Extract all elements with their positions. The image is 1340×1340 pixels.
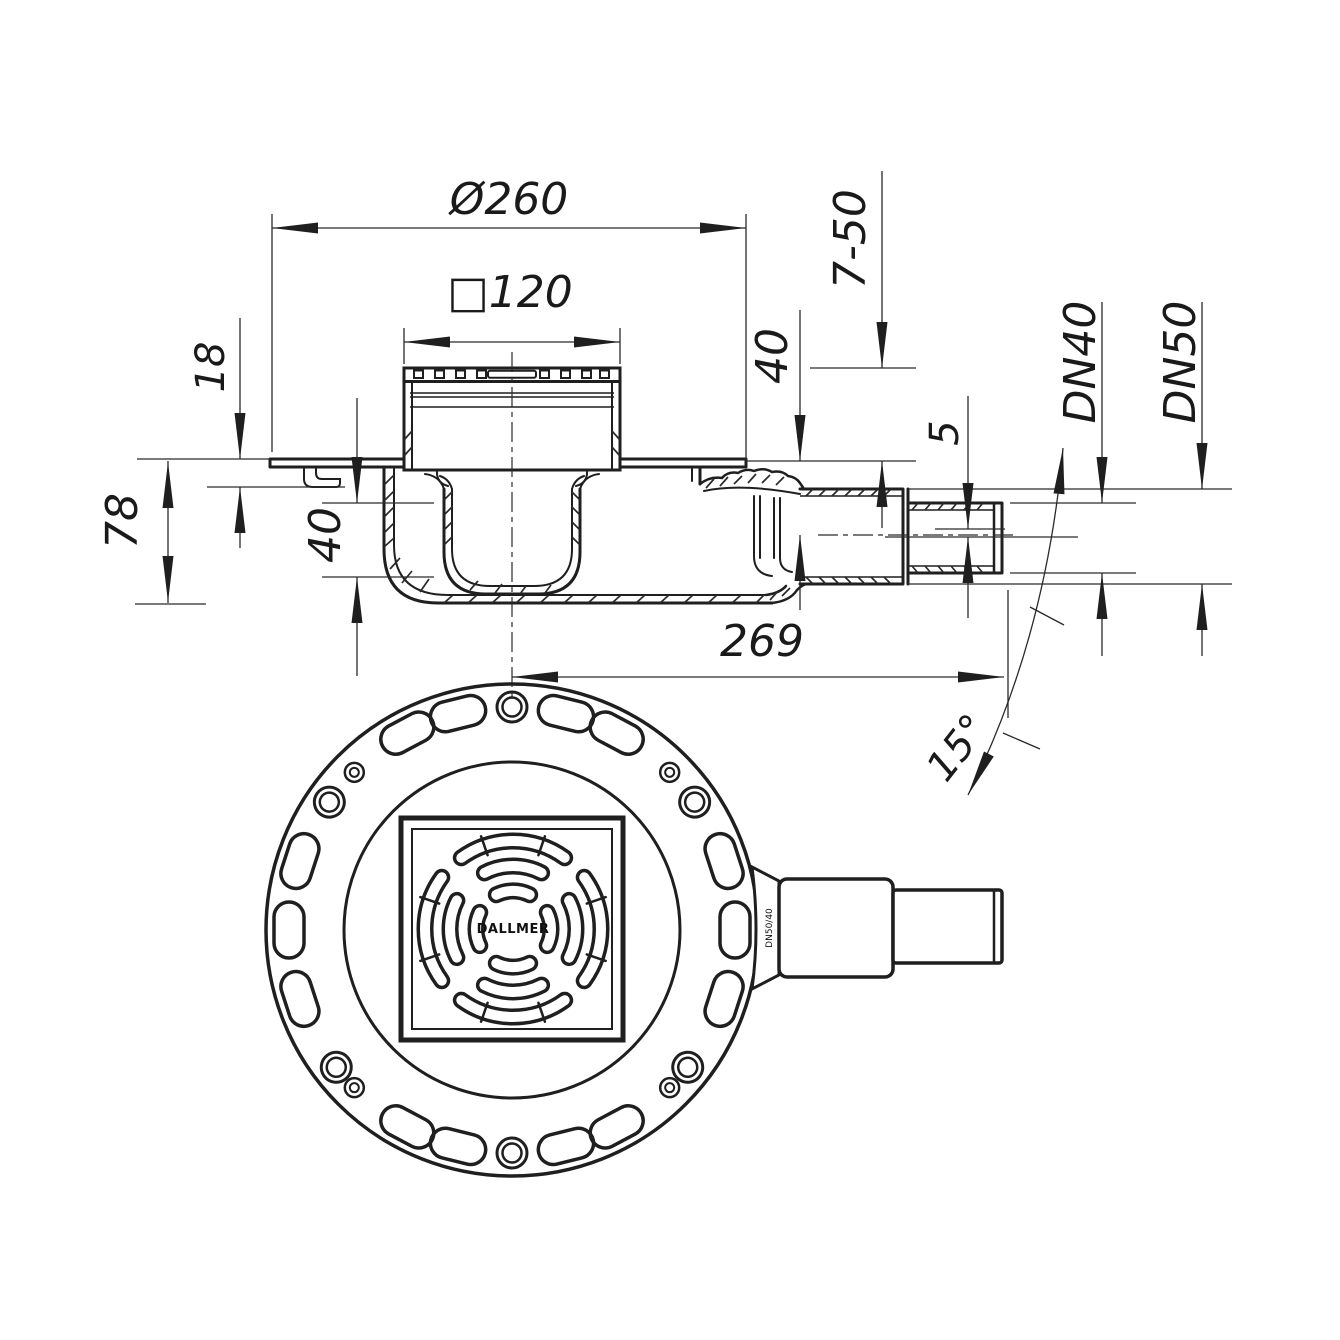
dim-outlet-axis-height: 40 bbox=[747, 328, 798, 384]
clamp-hook bbox=[303, 466, 341, 488]
outlet-plan: DN50/40 bbox=[750, 864, 1004, 992]
trap-funnel-section bbox=[424, 469, 600, 596]
dim-outlet-dn50: DN50 bbox=[1155, 301, 1206, 424]
grate-arc-ticks bbox=[419, 835, 607, 1023]
grate-plan: DALLMER bbox=[398, 815, 626, 1043]
section-view bbox=[268, 352, 1078, 700]
dim-total-height: 78 bbox=[97, 493, 148, 549]
dim-outlet-offset: 5 bbox=[922, 420, 968, 445]
flange-inner-circle bbox=[342, 760, 682, 1100]
dim-trap-depth: 40 bbox=[300, 507, 351, 563]
brand-label: DALLMER bbox=[477, 922, 550, 937]
drain-body-section bbox=[382, 465, 774, 605]
dimension-annotations: Ø260 □120 18 78 40 7-50 40 5 DN40 DN50 2… bbox=[97, 171, 1232, 798]
dim-outlet-dn40: DN40 bbox=[1055, 301, 1106, 424]
plan-view: DN50/40 DALLMER bbox=[264, 682, 1004, 1178]
dim-flange-diameter: Ø260 bbox=[448, 174, 569, 225]
outlet-section bbox=[698, 468, 1078, 605]
dim-center-to-outlet: 269 bbox=[720, 616, 804, 667]
dim-tile-adjust-range: 7-50 bbox=[825, 189, 876, 289]
dim-frame-height: 18 bbox=[188, 342, 234, 393]
pipe-marking-text: DN50/40 bbox=[765, 908, 775, 948]
flange-section bbox=[268, 457, 748, 488]
dim-grate-size: □120 bbox=[447, 267, 573, 318]
